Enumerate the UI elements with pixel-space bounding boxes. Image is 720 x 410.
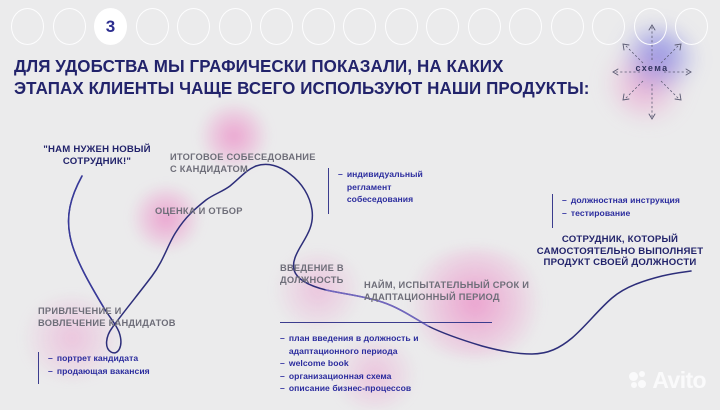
- bullet-item: –должностная инструкция: [562, 194, 712, 207]
- bullet-item: –план введения в должность и адаптационн…: [280, 332, 492, 357]
- bullet-item: –описание бизнес-процессов: [280, 382, 492, 395]
- bullet-text: план введения в должность и адаптационно…: [288, 333, 419, 356]
- bullet-dash: –: [562, 207, 567, 218]
- progress-dot-active[interactable]: 3: [94, 8, 127, 45]
- progress-dots-row: 3: [0, 0, 720, 48]
- bullet-text: тестирование: [570, 207, 631, 218]
- page-title: ДЛЯ УДОБСТВА МЫ ГРАФИЧЕСКИ ПОКАЗАЛИ, НА …: [14, 55, 590, 99]
- bullet-dash: –: [280, 358, 285, 368]
- progress-dot[interactable]: [426, 8, 459, 45]
- bullet-text: организационная схема: [288, 370, 392, 381]
- bullet-text: индивидуальный регламент собеседования: [346, 169, 423, 204]
- progress-dot[interactable]: [218, 8, 252, 45]
- bullet-dash: –: [562, 195, 567, 205]
- bullet-dash: –: [48, 365, 53, 376]
- progress-dot[interactable]: [592, 8, 625, 45]
- stage-label-final-interview: ИТОГОВОЕ СОБЕСЕДОВАНИЕ С КАНДИДАТОМ: [170, 152, 316, 174]
- bullets-onboarding-products: –план введения в должность и адаптационн…: [280, 322, 492, 395]
- bullet-item: –welcome book: [280, 357, 492, 370]
- bullet-dash: –: [48, 353, 53, 363]
- progress-dot[interactable]: [11, 8, 44, 45]
- progress-dot[interactable]: [509, 8, 542, 45]
- scheme-badge-label: схема: [635, 63, 669, 73]
- avito-wordmark: Avito: [652, 367, 706, 393]
- bullet-text: welcome book: [288, 358, 349, 368]
- bullet-item: –индивидуальный регламент собеседования: [338, 168, 458, 206]
- glow-interview-rule: [330, 340, 420, 410]
- bullet-text: должностная инструкция: [570, 195, 680, 205]
- glow-final-interview: [196, 104, 272, 168]
- headline-line-2: ЭТАПАХ КЛИЕНТЫ ЧАЩЕ ВСЕГО ИСПОЛЬЗУЮТ НАШ…: [14, 78, 590, 98]
- stage-label-attract-engage: ПРИВЛЕЧЕНИЕ И ВОВЛЕЧЕНИЕ КАНДИДАТОВ: [38, 306, 176, 328]
- headline-line-1: ДЛЯ УДОБСТВА МЫ ГРАФИЧЕСКИ ПОКАЗАЛИ, НА …: [14, 56, 504, 76]
- bullet-item: –организационная схема: [280, 370, 492, 383]
- bullet-dash: –: [338, 169, 343, 179]
- bullets-attraction-products: –портрет кандидата –продающая вакансия: [38, 352, 208, 384]
- stage-label-need-employee: "НАМ НУЖЕН НОВЫЙ СОТРУДНИК!": [43, 144, 151, 167]
- progress-dot[interactable]: [301, 8, 335, 45]
- progress-dot[interactable]: [135, 8, 169, 45]
- stage-label-hiring-probation: НАЙМ, ИСПЫТАТЕЛЬНЫЙ СРОК И АДАПТАЦИОННЫЙ…: [364, 280, 530, 302]
- progress-dot[interactable]: [633, 8, 667, 45]
- progress-dot-label: 3: [105, 17, 116, 36]
- scheme-arrows-icon: [612, 24, 692, 120]
- bullet-text: продающая вакансия: [56, 365, 150, 376]
- stage-label-independent-employee: СОТРУДНИК, КОТОРЫЙ САМОСТОЯТЕЛЬНО ВЫПОЛН…: [536, 234, 704, 268]
- progress-dot[interactable]: [550, 8, 584, 45]
- avito-watermark: Avito: [629, 367, 707, 393]
- bullet-item: –тестирование: [562, 207, 712, 220]
- bullet-dash: –: [280, 333, 285, 343]
- bullets-role-products: –должностная инструкция –тестирование: [552, 194, 712, 228]
- progress-dot[interactable]: [384, 8, 418, 45]
- bullet-text: портрет кандидата: [56, 353, 139, 363]
- glow-hiring: [400, 248, 550, 358]
- bullet-text: описание бизнес-процессов: [288, 383, 412, 393]
- stage-label-assessment-selection: ОЦЕНКА И ОТБОР: [155, 206, 243, 216]
- bullets-interview-products: –индивидуальный регламент собеседования: [328, 168, 458, 214]
- progress-dot[interactable]: [260, 8, 293, 45]
- progress-dot[interactable]: [675, 8, 708, 45]
- avito-logo-icon: [629, 371, 648, 390]
- progress-dot[interactable]: [177, 8, 210, 45]
- glow-onboarding: [272, 252, 364, 328]
- progress-dot[interactable]: [52, 8, 86, 45]
- bullet-dash: –: [280, 370, 285, 381]
- bullet-dash: –: [280, 383, 285, 393]
- glow-assessment: [128, 186, 204, 250]
- progress-dot[interactable]: [467, 8, 501, 45]
- progress-dot[interactable]: [343, 8, 376, 45]
- stage-label-onboarding-intro: ВВЕДЕНИЕ В ДОЛЖНОСТЬ: [280, 263, 344, 285]
- bullet-item: –продающая вакансия: [48, 365, 208, 378]
- bullet-item: –портрет кандидата: [48, 352, 208, 365]
